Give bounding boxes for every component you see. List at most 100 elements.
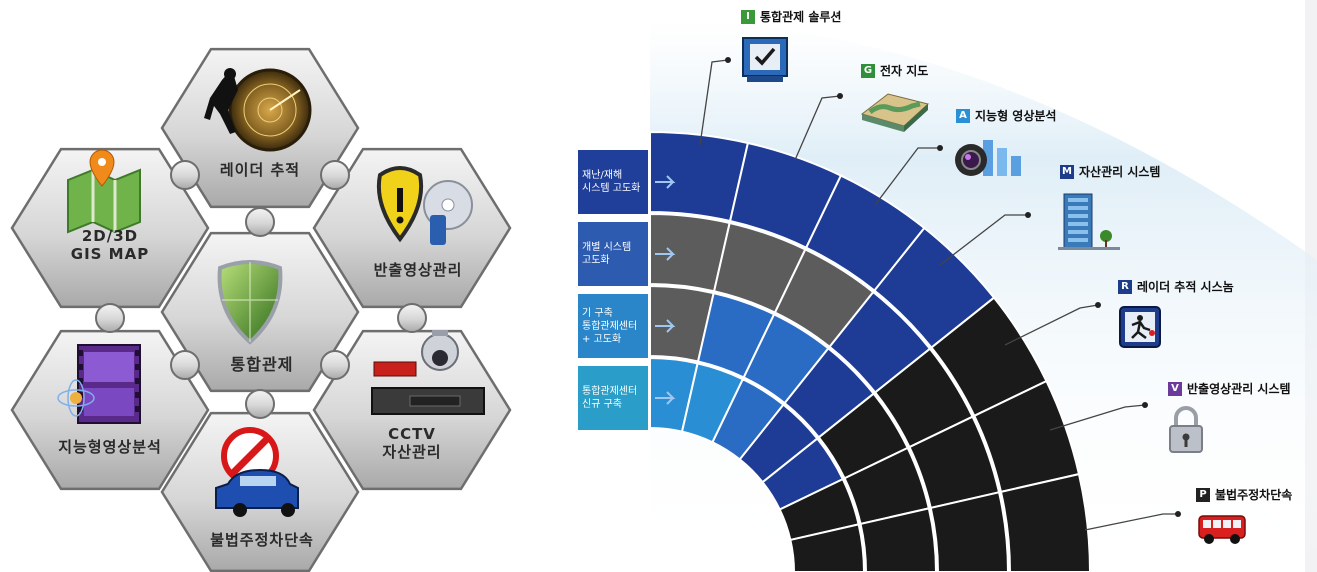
solution-label-7: P 불법주정차단속 (1196, 486, 1292, 503)
leader-line (1049, 404, 1146, 431)
hex-label-radar: 레이더 추적 (220, 161, 300, 179)
puzzle-knob (397, 303, 427, 333)
warning-shield-cd-icon (376, 166, 473, 245)
camera-chart-icon (955, 140, 1021, 176)
puzzle-knob (170, 160, 200, 190)
ring-cell (712, 221, 807, 314)
solution-text: 반출영상관리 시스템 (1187, 382, 1291, 396)
leader-line (1084, 513, 1178, 531)
ring-cell (728, 141, 843, 249)
hex-label-center: 통합관제 (231, 355, 294, 374)
hex-label-video: 지능형영상분석 (58, 438, 162, 456)
ring-cell (804, 174, 926, 292)
ring-cell (680, 362, 745, 444)
ring-cell (649, 130, 750, 223)
ring-cell (742, 312, 830, 405)
padlock-icon (1169, 406, 1203, 453)
leader-dot (837, 93, 843, 99)
solution-text: 전자 지도 (880, 64, 929, 78)
hex-label-export: 반출영상관리 (374, 261, 463, 279)
ring-cell (738, 403, 819, 484)
ring-cell (873, 347, 974, 449)
row-label-text: 재난/재해 (582, 170, 623, 181)
puzzle-knob (170, 350, 200, 380)
no-parking-car-icon (215, 427, 299, 517)
arrow-icon (655, 175, 676, 189)
leader-line (874, 147, 940, 206)
puzzle-knob (95, 303, 125, 333)
ring-cell (929, 491, 1010, 572)
row-label-text: 통합관제센터 (582, 386, 638, 397)
bus-icon (1198, 515, 1246, 544)
runner-sign-icon (1119, 306, 1161, 348)
leader-dot (1025, 212, 1031, 218)
leader-line (699, 59, 729, 146)
leader-line (794, 95, 841, 161)
solution-label-6: V 반출영상관리 시스템 (1168, 380, 1291, 397)
solution-text: 지능형 영상분석 (975, 109, 1057, 123)
ring-cell (789, 523, 866, 572)
row-label-text: + 고도화 (582, 333, 622, 345)
monitor-check-icon (742, 37, 788, 82)
film-atom-icon (57, 344, 141, 424)
ring-cell (696, 291, 776, 379)
solution-badge: R (1118, 279, 1132, 294)
row-label-text: 개별 시스템 (582, 242, 632, 253)
solution-badge: P (1196, 487, 1210, 502)
ring-cell (843, 446, 931, 526)
leader-line (939, 214, 1028, 266)
solution-text: 자산관리 시스템 (1079, 165, 1161, 179)
terrain-map-icon (860, 93, 930, 132)
hex-label-parking: 불법주정차단속 (210, 531, 314, 549)
solution-text: 레이더 추적 시스놈 (1137, 280, 1234, 294)
solution-label-3: A 지능형 영상분석 (956, 107, 1056, 124)
row-label-text: 시스템 고도화 (582, 183, 641, 194)
ring-cell (908, 415, 1001, 510)
ring-cell (828, 290, 932, 394)
ring-cell (783, 346, 876, 439)
green-shield-icon (217, 260, 283, 345)
solution-badge: V (1168, 381, 1182, 396)
puzzle-knob (320, 350, 350, 380)
ring-cell (761, 437, 845, 511)
row-label-text: 통합관제센터 (582, 320, 638, 332)
ring-cell (711, 377, 785, 461)
ring-cell (859, 507, 938, 572)
solution-badge: I (741, 9, 755, 24)
ring-cell (778, 477, 860, 542)
leader-dot (725, 57, 731, 63)
arrow-icon (655, 391, 676, 405)
ring-cell (649, 212, 731, 293)
puzzle-knob (320, 160, 350, 190)
arrow-icon (655, 247, 676, 261)
ring-cell (999, 472, 1092, 572)
solution-text: 불법주정차단속 (1215, 488, 1293, 502)
puzzle-knob (245, 389, 275, 419)
ring-cell (873, 226, 996, 349)
leader-dot (1175, 511, 1181, 517)
map-pin-icon (67, 149, 141, 234)
ring-cell (649, 284, 715, 363)
solution-badge: G (861, 63, 875, 78)
solution-badge: A (956, 108, 970, 123)
leader-line (1004, 304, 1099, 346)
row-label-text: 기 구축 (582, 307, 613, 319)
leader-dot (1095, 302, 1101, 308)
leader-dot (1142, 402, 1148, 408)
building-icon (1058, 193, 1120, 250)
ring-cell (930, 296, 1048, 418)
ring-cell (817, 392, 910, 480)
puzzle-knob (245, 207, 275, 237)
ring-cell (973, 379, 1081, 494)
row-label-text: 고도화 (582, 255, 610, 266)
